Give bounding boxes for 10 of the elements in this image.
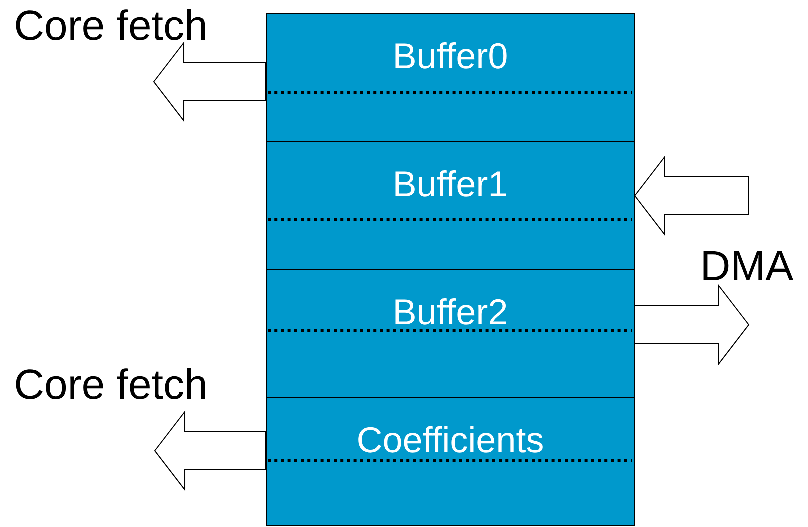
- text-label: DMA: [704, 252, 794, 280]
- block-arrow: [634, 284, 750, 366]
- edge-label: Core fetch: [16, 368, 206, 400]
- buffer-box: Buffer0: [266, 13, 635, 142]
- buffer-box: Coefficients: [266, 396, 635, 526]
- block-arrow: [154, 410, 266, 492]
- edge-label: Core fetch: [16, 10, 206, 40]
- buffer-box: Buffer2: [266, 269, 635, 398]
- block-arrow: [153, 42, 266, 122]
- buffer-box: Buffer1: [266, 141, 635, 270]
